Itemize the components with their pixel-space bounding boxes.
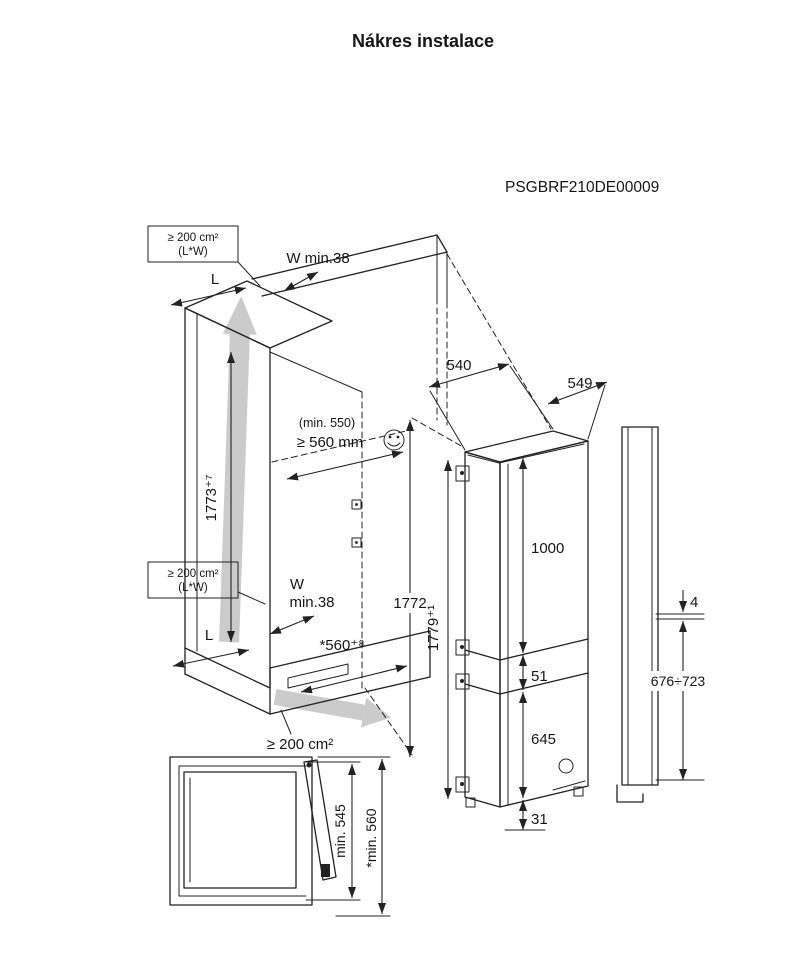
vent-mid-line1: ≥ 200 cm² [167,568,218,580]
L-mid-label: L [205,627,213,644]
dim-1773: 1773⁺⁷ [203,352,235,642]
inner-height-label: 1772 [393,595,426,612]
airflow-up-arrow-icon [219,296,257,643]
dim-560-width: *560⁺⁸ [300,637,408,694]
dim-1779: 1779⁺¹ [425,460,452,799]
smiley-icon [383,429,405,451]
dim-min-560: *min. 560 [317,756,391,917]
fridge-width-label: 549 [567,375,592,392]
hinge-icon [455,465,470,793]
dim-L-mid: L [172,627,250,668]
panel-outline [616,426,659,803]
vent-slot [287,663,349,689]
vent-top-line2: (L*W) [178,246,208,258]
bottom-clearance-label: 31 [531,811,548,828]
side-panel-view: 4 676÷723 [616,426,710,803]
dim-wall-top: W min.38 [283,250,350,292]
dim-L-top: L [170,271,247,307]
panel-foot-bracket [616,784,644,803]
dim-wall-mid: W min.38 [269,576,335,635]
airflow-out-arrow-icon [273,689,392,728]
dim-1772: 1772 [384,420,436,757]
niche-width-label: *560⁺⁸ [319,637,364,654]
L-top-label: L [211,271,219,288]
min-560-label: ≥ 560 mm [297,434,364,451]
wall-mid-min-label: min.38 [289,594,334,611]
niche-view: ≥ 200 cm² (L*W) L W min.38 1773⁺⁷ (min. … [147,225,552,757]
door-gap-label: 51 [531,668,548,685]
fridge-outline [455,430,589,808]
fridge-view: 540 549 [425,357,608,831]
niche-height-label: 1773⁺⁷ [203,475,220,522]
dim-51: 51 [519,655,548,690]
dim-549: 549 [547,375,608,440]
min-545-label: min. 545 [332,804,348,858]
page-title: Nákres instalace [352,31,494,51]
fridge-height-label: 1779⁺¹ [425,605,442,651]
dim-560-depth: (min. 550) ≥ 560 mm [286,416,405,481]
vent-area-bottom-label: ≥ 200 cm² [267,709,334,753]
panel-range-label: 676÷723 [651,673,706,689]
dim-1000: 1000 [519,458,564,653]
model-number: PSGBRF210DE00009 [505,179,659,196]
wall-mid-w-label: W [290,576,305,593]
open-door [303,759,337,881]
panel-gap-label: 4 [690,594,698,611]
vent-mid-line2: (L*W) [178,582,208,594]
dim-31: 31 [504,800,548,831]
vent-area-top-label: ≥ 200 cm² (L*W) [147,225,261,287]
upper-door-label: 1000 [531,540,564,557]
lower-door-label: 645 [531,731,556,748]
vent-top-line1: ≥ 200 cm² [167,232,218,244]
detail-outline [169,756,337,906]
min-550-label: (min. 550) [299,416,355,430]
dim-676-723: 676÷723 [646,621,710,781]
min-560-star-label: *min. 560 [363,808,379,867]
fridge-depth-label: 540 [446,357,471,374]
dim-645: 645 [519,692,556,798]
wall-top-label: W min.38 [286,250,349,267]
hinge-pivot-icon [306,762,312,768]
vent-bottom-label: ≥ 200 cm² [267,736,334,753]
vent-area-mid-label: ≥ 200 cm² (L*W) [147,561,266,605]
dim-540: 540 [428,357,554,451]
door-detail-view: min. 545 *min. 560 [169,756,391,917]
dim-4: 4 [655,590,705,620]
door-handle [321,864,330,877]
dim-min-545: min. 545 [305,761,361,901]
